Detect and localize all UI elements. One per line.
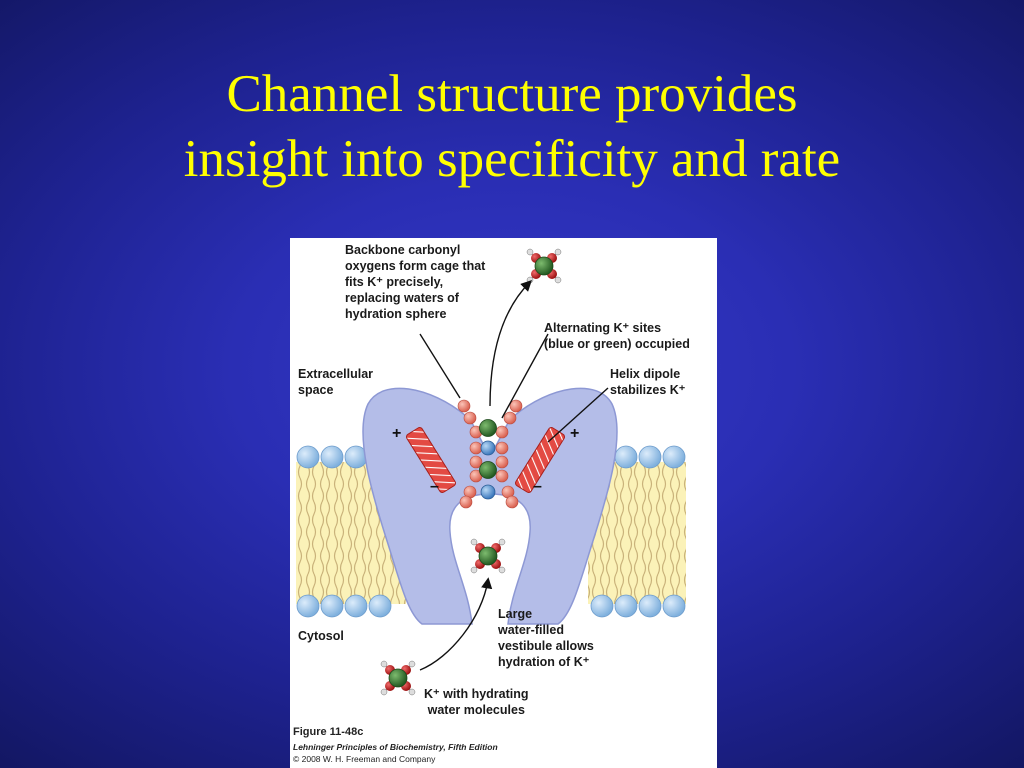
label-helix-line-1: Helix dipole: [610, 367, 681, 381]
pore-helix-left: [405, 427, 457, 493]
figure-copyright: © 2008 W. H. Freeman and Company: [293, 754, 436, 764]
hydrated-k-top: [526, 248, 562, 284]
label-carbonyl-line-3: fits K⁺ precisely,: [345, 275, 444, 289]
title-line-1: Channel structure provides: [226, 65, 798, 123]
label-vestibule: Large water-filled vestibule allows hydr…: [498, 606, 594, 670]
helix-minus-left: –: [430, 478, 439, 495]
label-helix-dipole: Helix dipole stabilizes K⁺: [610, 366, 685, 398]
helix-plus-right: +: [570, 425, 580, 442]
label-vestibule-line-4: hydration of K⁺: [498, 655, 590, 669]
label-hydrated-line-1: K⁺ with hydrating: [424, 687, 529, 701]
label-carbonyl-cage: Backbone carbonyl oxygens form cage that…: [345, 242, 485, 322]
helix-plus-left: +: [392, 425, 402, 442]
label-extracellular: Extracellular space: [298, 366, 373, 398]
label-carbonyl-line-1: Backbone carbonyl: [345, 243, 461, 257]
figure-number: Figure 11-48c: [293, 726, 364, 738]
label-extracellular-line-2: space: [298, 383, 334, 397]
hydrated-k-cytosol: [380, 660, 416, 696]
slide-title: Channel structure provides insight into …: [0, 62, 1024, 192]
label-alternating-line-1: Alternating K⁺ sites: [544, 321, 662, 335]
potassium-channel-figure: + – + – Backbone carbonyl oxygens form c…: [290, 238, 717, 768]
label-cytosol: Cytosol: [298, 629, 344, 643]
label-alternating-sites: Alternating K⁺ sites (blue or green) occ…: [544, 320, 690, 352]
pore-helix-right: [514, 427, 566, 493]
label-hydrated-line-2: water molecules: [427, 703, 525, 717]
leader-lines: [419, 280, 609, 671]
label-carbonyl-line-2: oxygens form cage that: [345, 259, 486, 273]
label-carbonyl-line-5: hydration sphere: [345, 307, 447, 321]
label-vestibule-line-1: Large: [498, 607, 533, 621]
channel-diagram: [296, 248, 686, 696]
selectivity-filter: [457, 399, 523, 509]
label-extracellular-line-1: Extracellular: [298, 367, 374, 381]
label-alternating-line-2: (blue or green) occupied: [544, 337, 690, 351]
hydrated-k-vestibule: [470, 538, 506, 574]
label-helix-line-2: stabilizes K⁺: [610, 383, 686, 397]
label-vestibule-line-3: vestibule allows: [498, 639, 594, 653]
label-vestibule-line-2: water-filled: [498, 623, 564, 637]
helix-minus-right: –: [533, 478, 542, 495]
title-line-2: insight into specificity and rate: [183, 130, 841, 188]
label-carbonyl-line-4: replacing waters of: [345, 291, 459, 305]
figure-book-credit: Lehninger Principles of Biochemistry, Fi…: [293, 742, 498, 752]
label-hydrated-k: K⁺ with hydrating water molecules: [424, 686, 529, 718]
